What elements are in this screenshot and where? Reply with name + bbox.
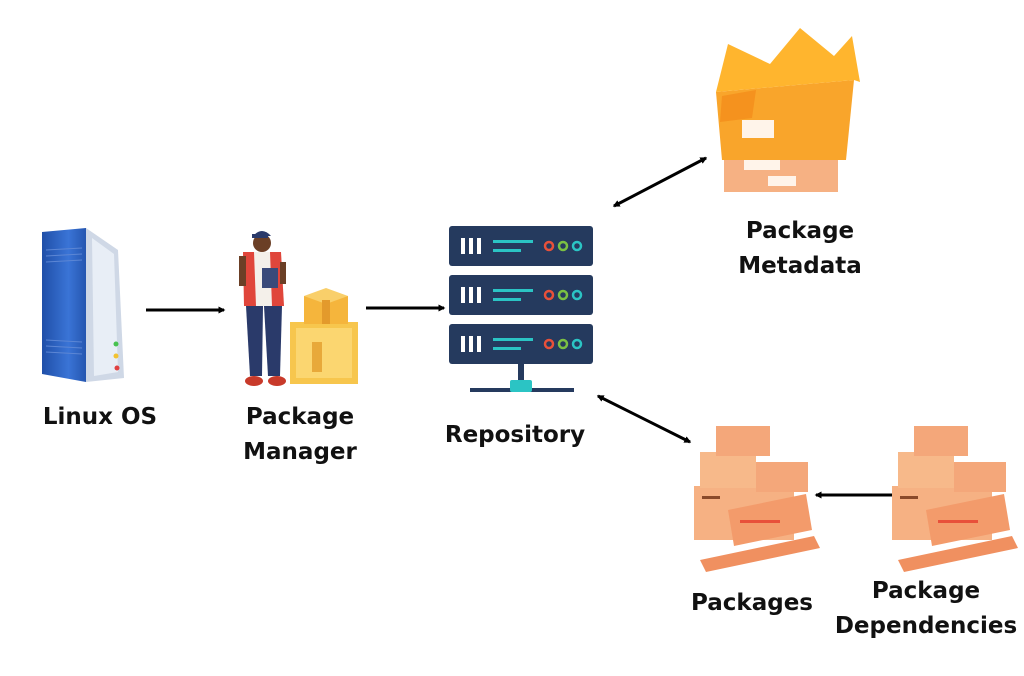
linux-tower-icon <box>42 228 124 382</box>
label-repository: Repository <box>444 422 586 448</box>
server-unit <box>449 324 593 364</box>
arrow-repository-packages <box>596 394 692 444</box>
package-manager-person-icon <box>239 231 286 386</box>
label-package-dependencies: Package Dependencies <box>834 578 1018 639</box>
label-package-manager: Package Manager <box>243 404 357 465</box>
label-packages: Packages <box>691 590 813 616</box>
repository-server-icon <box>449 226 593 392</box>
package-manager-boxes-icon <box>290 288 358 384</box>
arrow-repository-metadata <box>612 156 708 208</box>
package-metadata-crate-icon <box>716 28 860 192</box>
label-package-metadata: Package Metadata <box>738 218 862 279</box>
packages-stack-icon <box>694 426 820 572</box>
package-dependencies-stack-icon <box>892 426 1018 572</box>
server-unit <box>449 275 593 315</box>
label-linux-os: Linux OS <box>42 404 158 430</box>
server-unit <box>449 226 593 266</box>
